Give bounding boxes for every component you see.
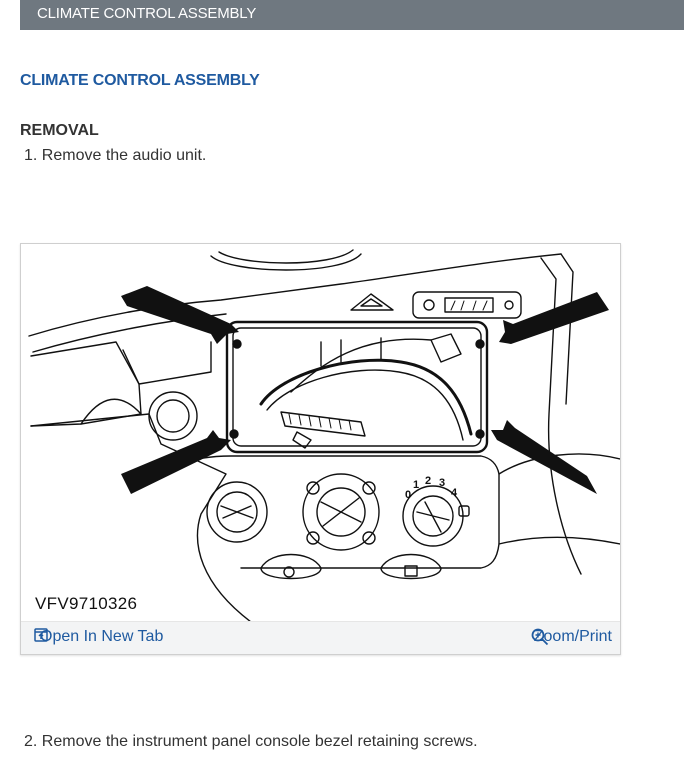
removal-heading: REMOVAL [20,122,99,139]
zoom-print-link[interactable]: Zoom/Print [531,628,612,646]
figure-panel: 0 1 2 3 4 VFV9710326 Open In New Tab [20,243,621,655]
open-in-new-tab-link[interactable]: Open In New Tab [34,628,163,646]
section-header-bar: CLIMATE CONTROL ASSEMBLY [20,0,684,30]
open-in-new-tab-label: Open In New Tab [40,628,164,645]
removal-step-1: 1. Remove the audio unit. [24,147,207,164]
header-title: CLIMATE CONTROL ASSEMBLY [37,5,257,22]
figure-footer: Open In New Tab Zoom/Print [21,621,620,654]
section-title: CLIMATE CONTROL ASSEMBLY [20,72,260,89]
removal-step-2: 2. Remove the instrument panel console b… [24,733,478,750]
climate-control-illustration [28,249,620,622]
zoom-print-label: Zoom/Print [533,628,612,645]
figure-code: VFV9710326 [35,594,138,613]
